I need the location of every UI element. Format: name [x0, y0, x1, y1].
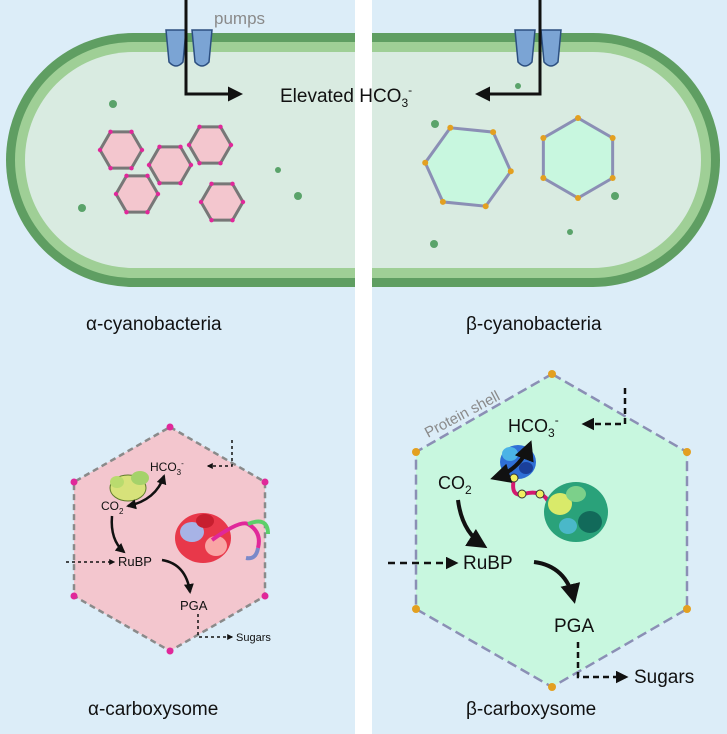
- alpha-cell-carboxysomes: [97, 124, 246, 223]
- alpha-hco3-import-arrow: [206, 440, 233, 469]
- alpha-pga-label: PGA: [180, 598, 208, 613]
- alpha-carboxysome-icon: [198, 181, 246, 223]
- beta-rubp-label: RuBP: [463, 553, 513, 574]
- shell-vertex: [70, 478, 78, 486]
- alpha-carboxysome-detail: HCO3- CO2 RuBP PGA Sugars: [66, 423, 271, 655]
- shell-vertex: [683, 605, 691, 613]
- alpha-carboxysome-icon: [146, 144, 194, 186]
- alpha-hco3-label: HCO3-: [150, 459, 184, 477]
- beta-rubp-pga-arrow: [533, 560, 581, 604]
- rubisco-beta-icon: [544, 482, 608, 542]
- alpha-carboxysome-icon: [113, 173, 161, 215]
- pump-left-icon: [165, 29, 213, 67]
- beta-co2-label: CO2: [438, 473, 472, 497]
- alpha-carboxysome-icon: [186, 124, 234, 166]
- beta-carboxysome-icon: [540, 115, 616, 201]
- alpha-sugars-label: Sugars: [236, 632, 271, 644]
- alpha-cyanobacteria-caption: α-cyanobacteria: [86, 314, 222, 335]
- beta-carboxysome-detail: Protein shell HCO3- CO2 RuBP PGA Sugar: [388, 370, 694, 691]
- shell-vertex: [261, 478, 269, 486]
- center-divider: [355, 0, 372, 734]
- alpha-co2-rubp-arrow: [110, 515, 126, 554]
- beta-cyanobacteria-caption: β-cyanobacteria: [466, 314, 602, 335]
- beta-hco3-import-arrow: [581, 388, 627, 431]
- rubisco-alpha-icon: [175, 513, 231, 563]
- beta-cell-carboxysomes: [422, 115, 616, 210]
- shell-vertex: [166, 423, 174, 431]
- cytoplasm-dots: [78, 83, 619, 248]
- beta-carboxysome-caption: β-carboxysome: [466, 699, 596, 720]
- beta-co2-rubp-arrow: [456, 499, 488, 549]
- shell-vertex: [548, 370, 556, 378]
- beta-pga-label: PGA: [554, 616, 594, 637]
- alpha-sugars-arrow: [197, 614, 234, 640]
- shell-vertex: [261, 592, 269, 600]
- alpha-rubp-pga-arrow: [161, 558, 194, 594]
- pumps-label: pumps: [214, 9, 265, 28]
- alpha-carboxysome-caption: α-carboxysome: [88, 699, 218, 720]
- pump-left-arrow: [184, 0, 243, 102]
- shell-vertex: [412, 448, 420, 456]
- beta-carboxysome-icon: [422, 124, 514, 210]
- shell-vertex: [548, 683, 556, 691]
- beta-hco3-co2-arrow: [490, 440, 534, 483]
- alpha-hco3-co2-arrow: [126, 474, 167, 510]
- alpha-rubp-label: RuBP: [118, 554, 152, 569]
- shell-vertex: [683, 448, 691, 456]
- alpha-co2-label: CO2: [101, 499, 124, 516]
- shell-vertex: [70, 592, 78, 600]
- shell-vertex: [166, 647, 174, 655]
- shell-vertex: [412, 605, 420, 613]
- beta-sugars-arrow: [576, 642, 629, 684]
- pump-right-arrow: [475, 0, 542, 102]
- elevated-hco3-label: Elevated HCO3-: [280, 83, 412, 110]
- beta-hco3-label: HCO3-: [508, 413, 559, 440]
- pump-right-icon: [514, 29, 562, 67]
- beta-sugars-label: Sugars: [634, 667, 694, 688]
- alpha-carboxysome-icon: [97, 129, 145, 171]
